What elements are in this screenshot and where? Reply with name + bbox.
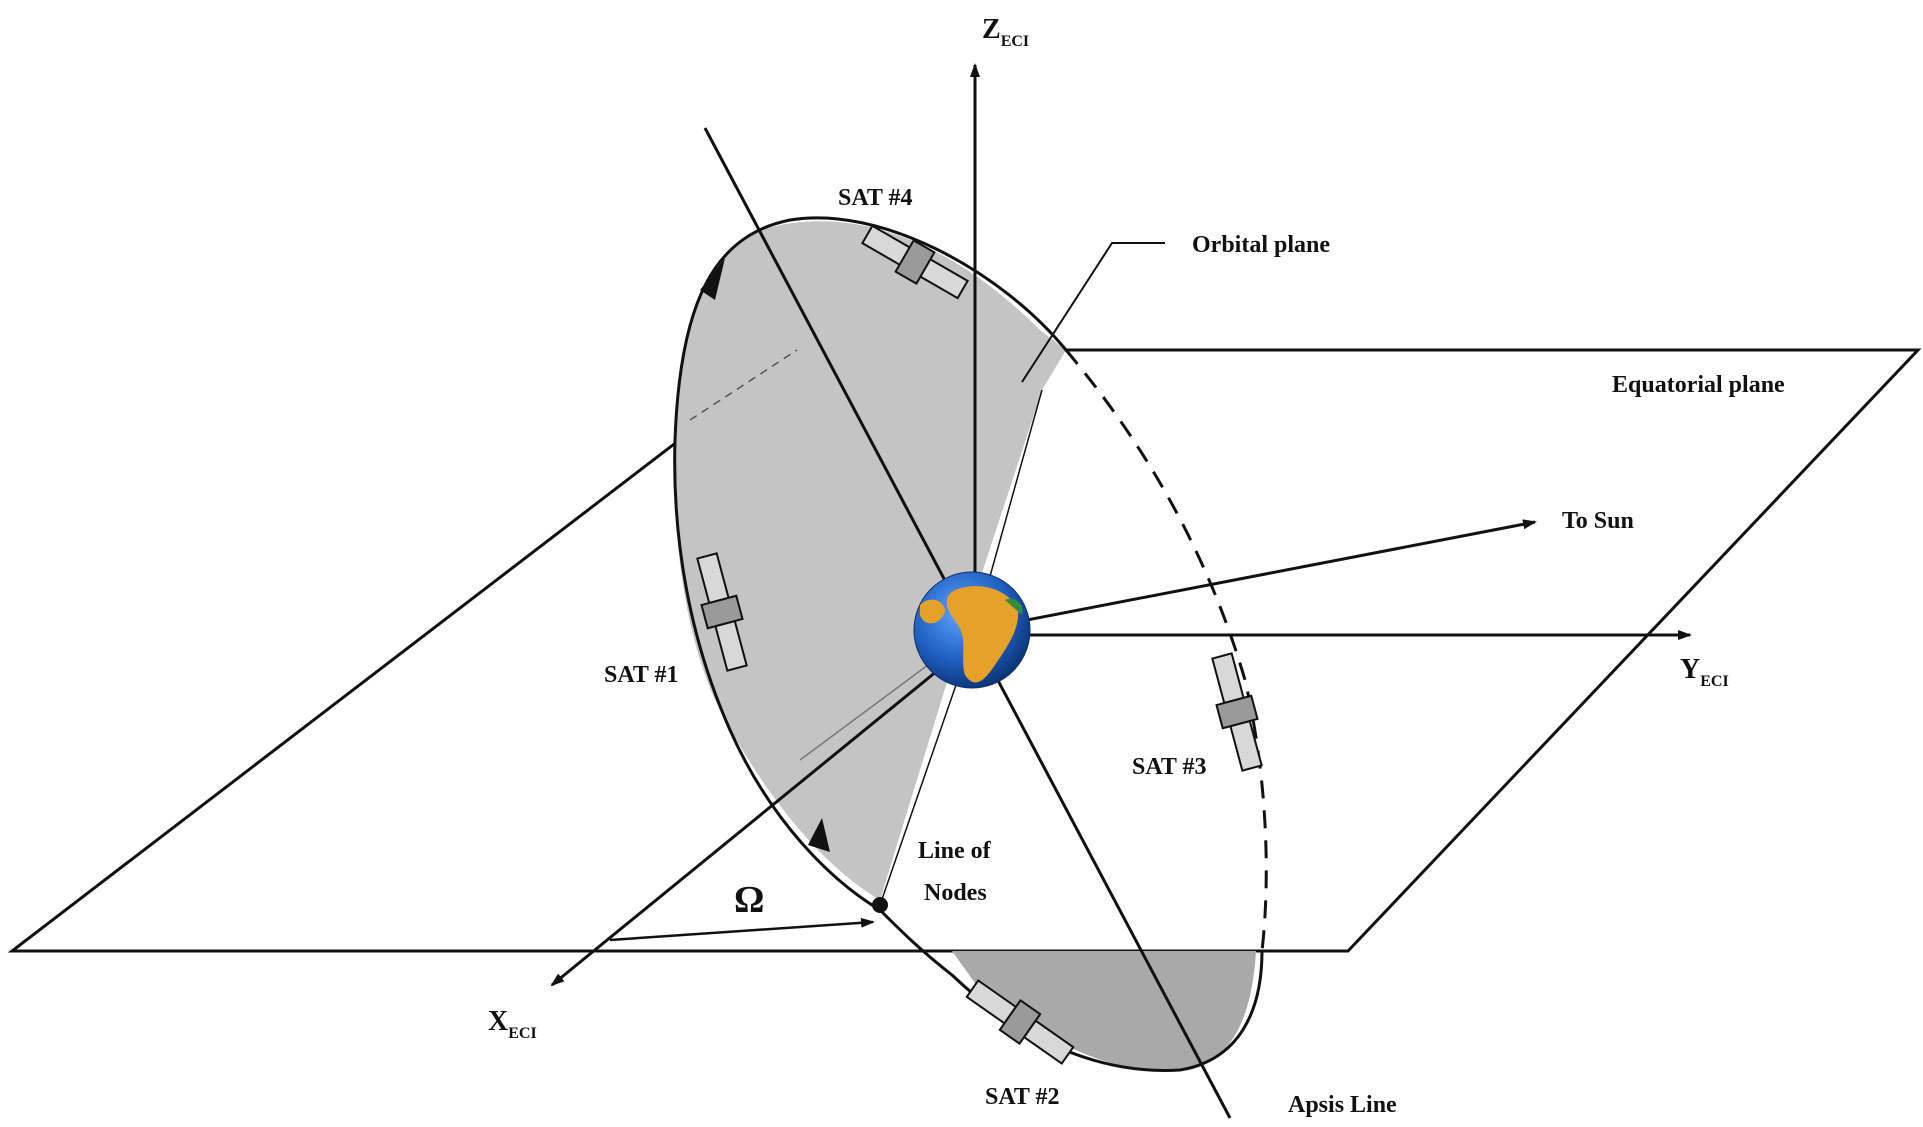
raan-arrow: [609, 917, 875, 942]
satellite-2-icon: [965, 979, 1075, 1065]
orbit-direction-arrow-bottom: [808, 818, 830, 852]
earth-icon: [913, 571, 1031, 689]
to-sun-label: To Sun: [1562, 508, 1634, 534]
line-of-nodes-label-1: Line of: [918, 838, 992, 864]
line-of-nodes-label-2: Nodes: [924, 880, 987, 906]
orbital-plane-shaded-upper: [675, 221, 1066, 900]
sun-direction: [974, 519, 1537, 632]
z-axis-label: ZECI: [982, 14, 1029, 50]
apsis-line-label: Apsis Line: [1288, 1092, 1397, 1118]
y-axis-label: YECI: [1680, 654, 1729, 690]
satellite-3-icon: [1211, 652, 1263, 772]
orbit-path-dashed: [1064, 349, 1268, 952]
plane-hidden-edge: [689, 349, 798, 421]
satellite-1-label: SAT #1: [604, 662, 678, 688]
satellite-2-label: SAT #2: [985, 1084, 1059, 1110]
ascending-node: [872, 897, 888, 913]
x-axis: [550, 638, 976, 987]
orbit-path-solid: [673, 216, 1264, 1072]
equatorial-plane: [7, 348, 1922, 953]
x-axis-label: XECI: [488, 1006, 537, 1042]
satellite-3-label: SAT #3: [1132, 754, 1206, 780]
satellite-4-icon: [861, 224, 969, 300]
orbit-direction-arrow-top: [700, 258, 725, 300]
orbital-plane-shaded-lower: [952, 951, 1256, 1072]
satellite-4-label: SAT #4: [838, 185, 912, 211]
raan-label: Ω: [734, 879, 764, 921]
orbital-plane-label: Orbital plane: [1192, 232, 1330, 258]
satellite-1-icon: [696, 552, 748, 672]
equatorial-plane-label: Equatorial plane: [1612, 372, 1785, 398]
orbital-plane-leader: [1021, 242, 1165, 383]
